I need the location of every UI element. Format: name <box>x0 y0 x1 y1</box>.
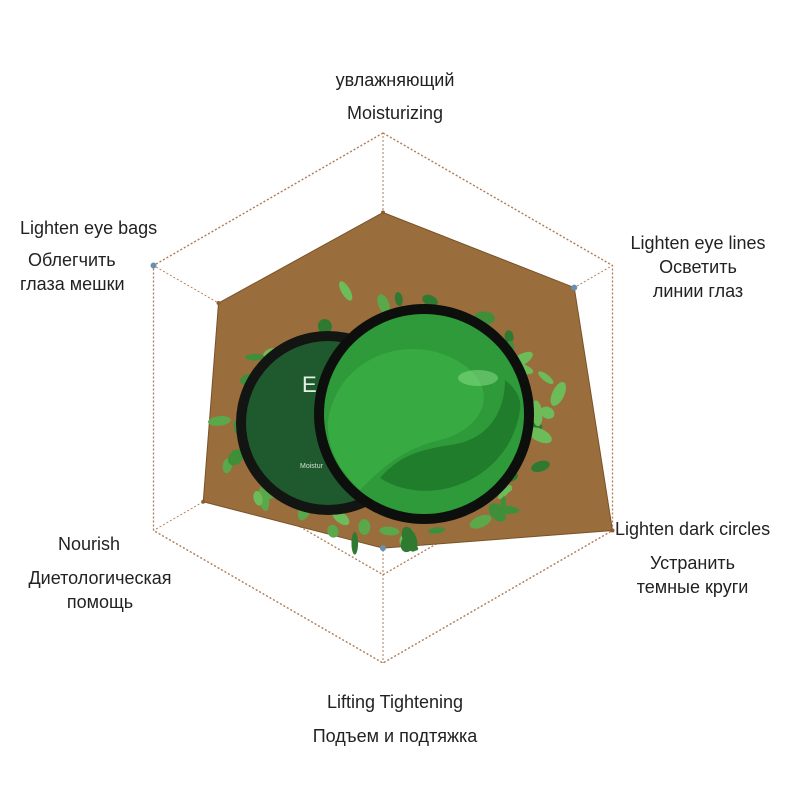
leaf <box>531 400 543 427</box>
leaf <box>531 460 550 473</box>
leaf <box>258 486 270 511</box>
radar-axis-markers <box>150 210 615 552</box>
axis-label-lifting: Lifting Tightening Подъем и подтяжка <box>280 690 510 748</box>
label-ru: Осветить <box>659 257 737 277</box>
leaf <box>244 353 265 361</box>
leaf <box>358 519 371 535</box>
eye-patch-shape <box>380 380 521 491</box>
leaf <box>228 449 244 466</box>
axis-label-eye-lines: Lighten eye lines Осветить линии глаз <box>612 231 784 303</box>
leaf <box>504 330 514 343</box>
label-en: Moisturizing <box>346 103 444 123</box>
axis-label-nourish: Nourish Диетологическая помощь <box>10 532 190 614</box>
label-ru: линии глаз <box>652 281 744 301</box>
leaf <box>394 292 403 307</box>
label-en: Nourish <box>58 534 121 554</box>
data-point <box>201 499 206 504</box>
jar-lid-text: E <box>302 372 317 397</box>
label-en: Lifting Tightening <box>326 692 464 712</box>
leaf <box>469 514 492 529</box>
leaf <box>550 381 567 406</box>
label-en: Lighten dark circles <box>615 519 771 539</box>
axis-label-eye-bags: Lighten eye bags Облегчить глаза мешки <box>20 216 190 296</box>
leaf <box>528 427 552 444</box>
jar-body-text: Moistur <box>300 463 324 470</box>
label-ru: помощь <box>66 592 134 612</box>
axis-marker <box>571 284 578 291</box>
leaf <box>540 406 555 419</box>
axis-marker <box>380 545 386 552</box>
leaf <box>339 281 353 301</box>
gloss-highlight <box>458 370 498 386</box>
axis-label-dark-circles: Lighten dark circles Устранить темные кр… <box>615 517 795 599</box>
label-ru: глаза мешки <box>20 274 125 294</box>
leaf <box>422 294 438 307</box>
label-ru: увлажняющий <box>335 70 455 90</box>
label-ru: Подъем и подтяжка <box>312 726 478 746</box>
leaf <box>428 527 445 534</box>
axis-marker <box>150 262 157 269</box>
leaf <box>538 371 554 384</box>
leaf <box>351 532 359 555</box>
label-ru: Диетологическая <box>28 568 172 588</box>
axis-label-moisturizing: увлажняющий Moisturizing <box>300 68 490 125</box>
leaf <box>379 526 400 536</box>
eye-patch-shape <box>327 349 484 490</box>
leaf <box>317 318 332 334</box>
data-point <box>610 528 615 533</box>
leaf <box>327 524 339 538</box>
product-image: E Moistur <box>207 281 567 555</box>
label-en: Lighten eye lines <box>630 233 766 253</box>
data-point <box>381 210 385 215</box>
leaf <box>207 416 231 426</box>
leaf <box>253 491 263 506</box>
label-ru: Устранить <box>649 553 736 573</box>
data-point <box>216 301 221 306</box>
leaf <box>488 503 506 522</box>
leaf <box>377 294 390 314</box>
leaf <box>401 526 418 552</box>
label-ru: темные круги <box>636 577 749 597</box>
label-en: Lighten eye bags <box>20 218 158 238</box>
label-ru: Облегчить <box>28 250 116 270</box>
